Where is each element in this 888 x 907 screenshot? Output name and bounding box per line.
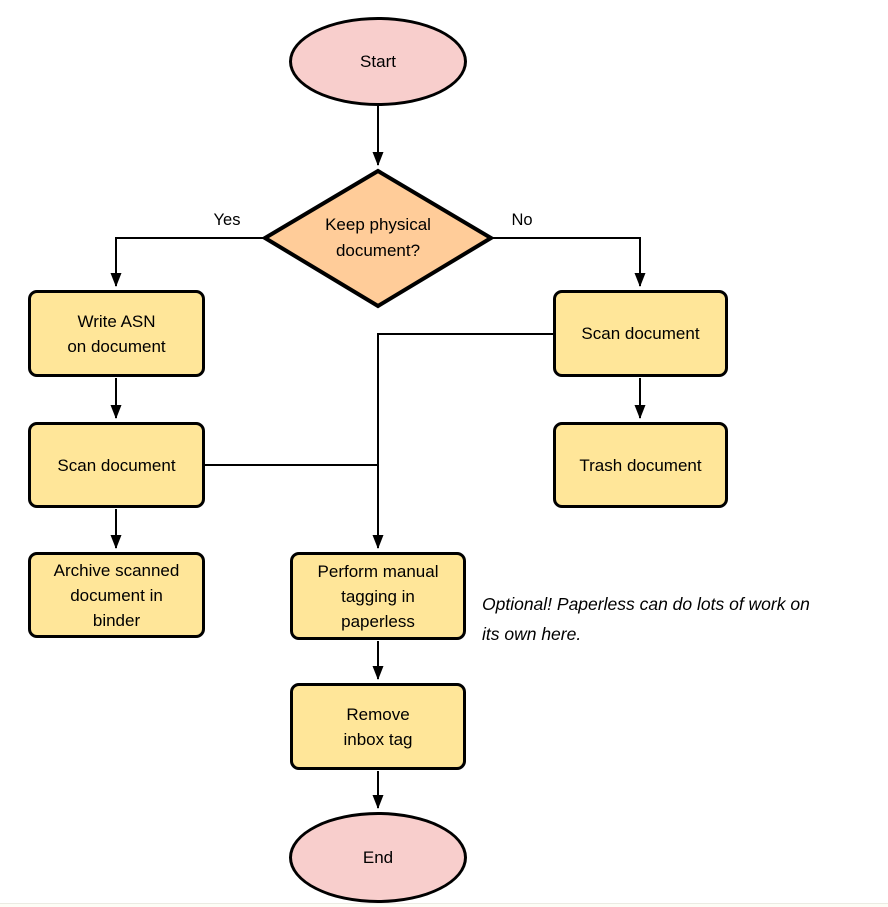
node-trash-document: Trash document [553, 422, 728, 508]
node-remove-inbox-tag: Remove inbox tag [290, 683, 466, 770]
remove-inbox-line-2: inbox tag [343, 729, 413, 749]
arrow-scan-right-to-tagging [372, 333, 553, 549]
remove-inbox-line-1: Remove [346, 704, 410, 724]
node-perform-tagging: Perform manual tagging in paperless [290, 552, 466, 640]
node-decision-keep-physical: Keep physical document? [266, 171, 490, 305]
tagging-line-3: paperless [341, 611, 415, 631]
node-start: Start [289, 17, 467, 106]
note-optional: Optional! Paperless can do lots of work … [482, 589, 810, 649]
scan-right-label: Scan document [581, 324, 700, 343]
edge-label-yes: Yes [213, 211, 241, 229]
tagging-line-2: tagging in [341, 586, 415, 606]
trash-label: Trash document [579, 455, 702, 475]
edge-label-no: No [511, 211, 533, 229]
arrow-decision-no-to-scan-right [490, 237, 646, 287]
archive-line-2: document in [70, 585, 163, 605]
note-line-1: Optional! Paperless can do lots of work … [482, 594, 810, 614]
page-bottom-edge [0, 903, 888, 907]
node-write-asn: Write ASN on document [28, 290, 205, 377]
decision-diamond-shape [261, 168, 495, 309]
node-scan-document-left: Scan document [28, 422, 205, 508]
archive-line-3: binder [92, 610, 141, 630]
archive-line-1: Archive scanned [53, 560, 180, 580]
node-scan-document-right: Scan document [553, 290, 728, 377]
node-start-label: Start [360, 52, 396, 71]
decision-line-2: document? [335, 241, 421, 260]
decision-line-1: Keep physical [325, 215, 431, 234]
scan-left-label: Scan document [57, 455, 176, 475]
node-archive-binder: Archive scanned document in binder [28, 552, 205, 638]
node-end: End [289, 812, 467, 903]
write-asn-line-2: on document [67, 336, 166, 356]
note-line-2: its own here. [482, 624, 582, 644]
arrow-decision-yes-to-write-asn [110, 237, 265, 287]
tagging-line-1: Perform manual [317, 561, 439, 581]
write-asn-line-1: Write ASN [77, 311, 156, 331]
node-end-label: End [362, 848, 394, 867]
